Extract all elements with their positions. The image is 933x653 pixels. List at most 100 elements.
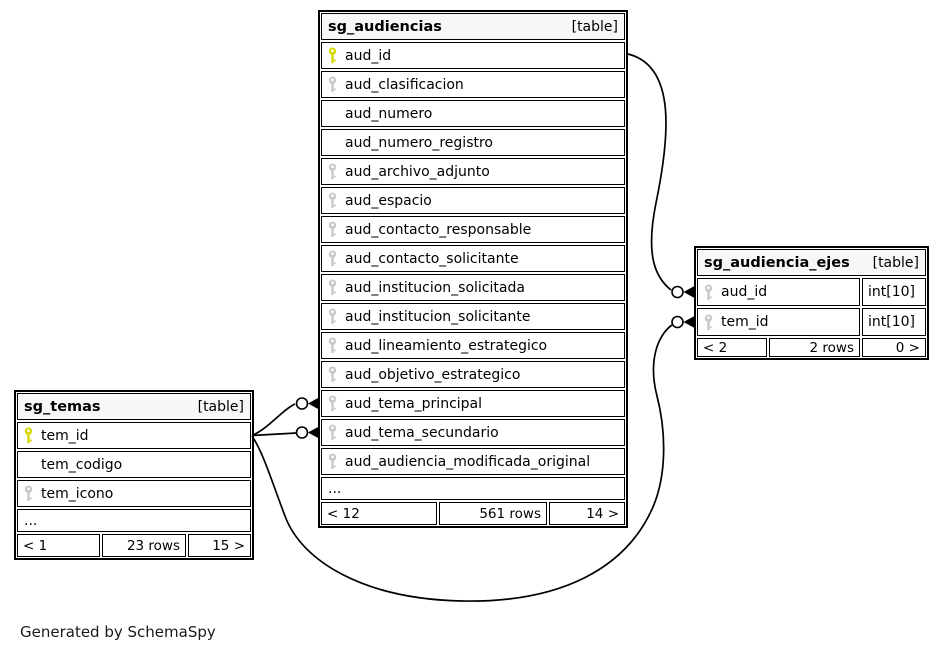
- key-icon: [704, 284, 713, 301]
- column-name-cell: tem_id: [697, 308, 860, 336]
- table-name: sg_audiencia_ejes: [704, 254, 850, 271]
- key-icon: [328, 453, 337, 470]
- pager-next: 0 >: [862, 338, 926, 357]
- column-name-cell: aud_archivo_adjunto: [321, 158, 625, 185]
- table-header-sg_audiencia_ejes[interactable]: sg_audiencia_ejes [table]: [697, 249, 926, 276]
- column-name: tem_icono: [41, 485, 114, 502]
- column-name: tem_id: [721, 314, 769, 330]
- table-header-sg_audiencias[interactable]: sg_audiencias [table]: [321, 13, 625, 40]
- table-type-badge: [table]: [571, 18, 618, 35]
- column-type: int[10]: [862, 278, 926, 306]
- column-row-aud_audiencia_modificada_original: aud_audiencia_modificada_original: [321, 448, 625, 475]
- fk-connector-arrow-icon: [308, 426, 319, 439]
- table-sg_temas: sg_temas[table]tem_id tem_codigo tem_icono…: [14, 390, 254, 560]
- column-name: aud_audiencia_modificada_original: [345, 453, 591, 470]
- row-count: 2 rows: [769, 338, 860, 357]
- column-name-cell: aud_id: [697, 278, 860, 306]
- column-row-aud_numero_registro: aud_numero_registro: [321, 129, 625, 156]
- column-row-aud_tema_principal: aud_tema_principal: [321, 390, 625, 417]
- ellipsis-cell: ...: [321, 477, 625, 500]
- column-name: aud_id: [345, 47, 392, 64]
- column-row-aud_contacto_responsable: aud_contacto_responsable: [321, 216, 625, 243]
- column-name-cell: aud_contacto_solicitante: [321, 245, 625, 272]
- column-row-aud_tema_secundario: aud_tema_secundario: [321, 419, 625, 446]
- table-type-badge: [table]: [872, 254, 919, 271]
- column-name-cell: aud_audiencia_modificada_original: [321, 448, 625, 475]
- key-icon: [328, 192, 337, 209]
- column-row-aud_institucion_solicitante: aud_institucion_solicitante: [321, 303, 625, 330]
- column-name: aud_lineamiento_estrategico: [345, 337, 548, 354]
- pager-prev: < 2: [697, 338, 767, 357]
- column-name: aud_numero: [345, 105, 433, 122]
- column-name-cell: tem_codigo: [17, 451, 251, 478]
- fk-connector-arrow-icon: [308, 397, 319, 410]
- column-name: aud_institucion_solicitada: [345, 279, 525, 296]
- column-name: aud_institucion_solicitante: [345, 308, 531, 325]
- column-type: int[10]: [862, 308, 926, 336]
- fk-connector-circle: [295, 426, 309, 439]
- column-row-aud_numero: aud_numero: [321, 100, 625, 127]
- fk-connector-arrow-icon: [683, 316, 694, 328]
- key-icon: [328, 221, 337, 238]
- key-icon: [328, 424, 337, 441]
- column-row-tem_codigo: tem_codigo: [17, 451, 251, 478]
- column-name-cell: aud_numero: [321, 100, 625, 127]
- column-row-tem_id: tem_id: [17, 422, 251, 449]
- column-name-cell: aud_lineamiento_estrategico: [321, 332, 625, 359]
- column-row-aud_clasificacion: aud_clasificacion: [321, 71, 625, 98]
- column-name-cell: aud_tema_principal: [321, 390, 625, 417]
- pager-prev: < 1: [17, 534, 100, 557]
- column-name: aud_contacto_solicitante: [345, 250, 519, 267]
- row-count: 23 rows: [102, 534, 186, 557]
- key-icon: [328, 163, 337, 180]
- key-icon: [328, 76, 337, 93]
- pager-prev: < 12: [321, 502, 437, 525]
- ellipsis-row: ...: [321, 477, 625, 500]
- column-row-aud_lineamiento_estrategico: aud_lineamiento_estrategico: [321, 332, 625, 359]
- ellipsis-row: ...: [17, 509, 251, 532]
- fk-connector-circle: [671, 315, 684, 329]
- column-row-aud_id: aud_id int[10]: [697, 278, 926, 306]
- column-name-cell: aud_id: [321, 42, 625, 69]
- table-name: sg_audiencias: [328, 18, 442, 35]
- fk-connector-arrow-icon: [683, 286, 694, 298]
- column-name: aud_clasificacion: [345, 76, 464, 93]
- column-name-cell: aud_clasificacion: [321, 71, 625, 98]
- key-icon: [24, 485, 33, 502]
- column-name-cell: tem_id: [17, 422, 251, 449]
- column-name: aud_contacto_responsable: [345, 221, 532, 238]
- column-name: aud_tema_principal: [345, 395, 483, 412]
- column-name: aud_id: [721, 284, 768, 300]
- table-type-badge: [table]: [197, 398, 244, 415]
- table-header-sg_temas[interactable]: sg_temas[table]: [17, 393, 251, 420]
- column-name: aud_numero_registro: [345, 134, 493, 151]
- column-name: aud_archivo_adjunto: [345, 163, 490, 180]
- primary-key-icon: [328, 47, 337, 64]
- relationship-tema-principal-curve: [251, 403, 296, 437]
- column-row-tem_icono: tem_icono: [17, 480, 251, 507]
- column-row-aud_contacto_solicitante: aud_contacto_solicitante: [321, 245, 625, 272]
- column-name: tem_codigo: [41, 456, 123, 473]
- column-row-aud_objetivo_estrategico: aud_objetivo_estrategico: [321, 361, 625, 388]
- column-name-cell: aud_objetivo_estrategico: [321, 361, 625, 388]
- column-name-cell: aud_espacio: [321, 187, 625, 214]
- primary-key-icon: [24, 427, 33, 444]
- column-name-cell: aud_contacto_responsable: [321, 216, 625, 243]
- key-icon: [328, 337, 337, 354]
- column-name-cell: aud_tema_secundario: [321, 419, 625, 446]
- column-name-cell: aud_institucion_solicitada: [321, 274, 625, 301]
- column-name-cell: tem_icono: [17, 480, 251, 507]
- column-name: aud_espacio: [345, 192, 432, 209]
- key-icon: [704, 314, 713, 331]
- column-name: aud_objetivo_estrategico: [345, 366, 521, 383]
- row-count: 561 rows: [439, 502, 547, 525]
- column-row-tem_id: tem_id int[10]: [697, 308, 926, 336]
- column-row-aud_id: aud_id: [321, 42, 625, 69]
- pager-next: 14 >: [549, 502, 625, 525]
- ellipsis-cell: ...: [17, 509, 251, 532]
- column-row-aud_archivo_adjunto: aud_archivo_adjunto: [321, 158, 625, 185]
